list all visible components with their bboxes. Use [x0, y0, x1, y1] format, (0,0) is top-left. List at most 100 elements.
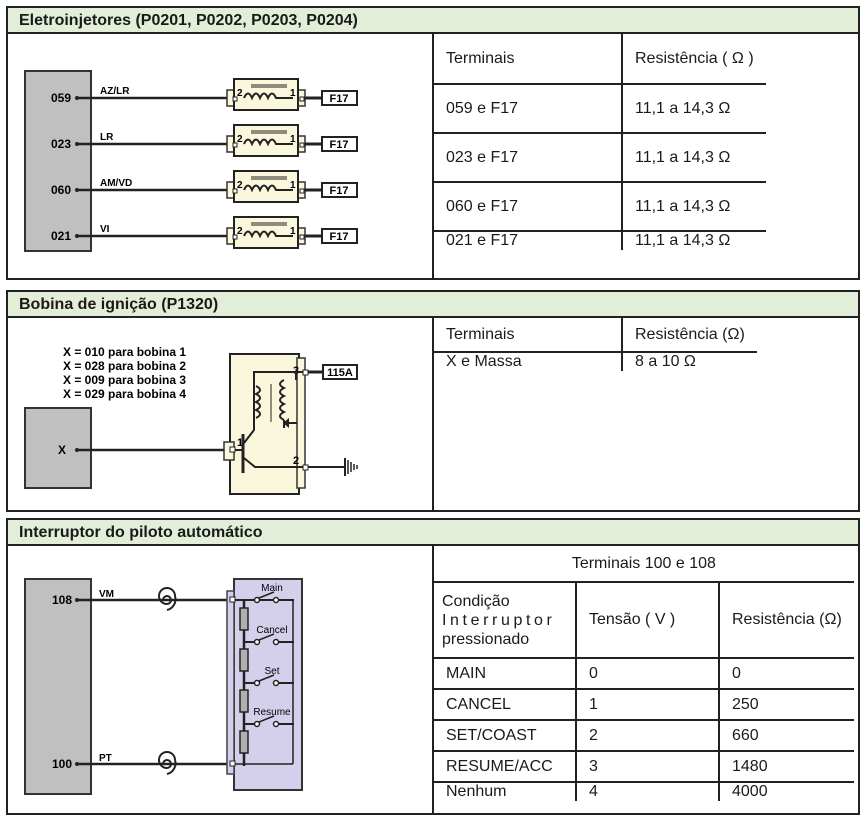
- ecu-pin-label: 060: [51, 183, 71, 197]
- cell-terminals: 023 e F17: [434, 132, 623, 183]
- terminal: [232, 142, 238, 148]
- supply-label: F17: [330, 231, 349, 243]
- switch-label: Cancel: [256, 625, 287, 636]
- ecu-pin-label: X: [58, 443, 66, 457]
- section-title: Eletroinjetores (P0201, P0202, P0203, P0…: [8, 8, 858, 34]
- cell-voltage: 3: [575, 750, 720, 783]
- cell-condition: SET/COAST: [434, 719, 577, 752]
- header-line: Condição: [442, 592, 510, 610]
- switch-contact: [272, 720, 280, 728]
- wire-color-label: AZ/LR: [100, 86, 130, 97]
- cell-resistance: 11,1 a 14,3 Ω: [621, 132, 766, 183]
- resistor-icon: [239, 689, 249, 713]
- table-header-row: Terminais Resistência ( Ω ): [434, 34, 766, 85]
- coil-icon: [243, 138, 293, 147]
- switch-contact: [253, 596, 261, 604]
- section-cruise-switch: Interruptor do piloto automático 108 100…: [6, 518, 860, 815]
- cell-resistance: 8 a 10 Ω: [621, 351, 757, 371]
- supply-label-box: [321, 90, 358, 106]
- wire-color-label: VI: [100, 224, 110, 235]
- terminal: [229, 596, 236, 603]
- table-caption: Terminais 100 e 108: [434, 546, 854, 583]
- switch-arm: [258, 633, 275, 641]
- cell-resistance: 4000: [718, 781, 854, 801]
- switch-contact: [253, 679, 261, 687]
- ignition-schematic: X = 010 para bobina 1 X = 028 para bobin…: [24, 345, 358, 495]
- section-title: Interruptor do piloto automático: [8, 520, 858, 546]
- cruise-switch-table: Terminais 100 e 108 Condição Interruptor…: [434, 546, 854, 801]
- section-injectors: Eletroinjetores (P0201, P0202, P0203, P0…: [6, 6, 860, 280]
- clock-spring-icon: [158, 587, 177, 775]
- pin-label: 2: [237, 134, 243, 145]
- cell-resistance: 11,1 a 14,3 Ω: [621, 83, 766, 134]
- ecu-pin-label: 059: [51, 91, 71, 105]
- switch-main: Main: [244, 583, 294, 604]
- supply-label-box: [321, 182, 358, 198]
- switch-contact: [272, 679, 280, 687]
- ecu-block: [24, 70, 92, 252]
- header-condition: Condição Interruptor pressionado: [434, 581, 577, 659]
- resistor-icon: [239, 648, 249, 672]
- pin-label: 1: [290, 180, 296, 191]
- table-header-row: Condição Interruptor pressionado Tensão …: [434, 581, 854, 659]
- diode-icon: [283, 418, 289, 428]
- ignition-coil-diagram: X = 010 para bobina 1 X = 028 para bobin…: [8, 318, 434, 510]
- header-terminals: Terminais: [434, 34, 623, 85]
- coil-icon: [243, 92, 293, 101]
- cell-resistance: 1480: [718, 750, 854, 783]
- cell-terminals: 060 e F17: [434, 181, 623, 232]
- supply-label-box: [321, 228, 358, 244]
- switch-connector: [226, 590, 235, 775]
- pin-label: 2: [237, 88, 243, 99]
- primary-winding-icon: [253, 385, 261, 419]
- switch-cancel: Cancel: [244, 625, 294, 646]
- ground-icon: [344, 458, 358, 476]
- terminal: [299, 188, 305, 194]
- coil-note: X = 029 para bobina 4: [63, 387, 186, 401]
- cell-terminals: 059 e F17: [434, 83, 623, 134]
- switch-arm: [258, 591, 275, 599]
- pin-label: 1: [290, 88, 296, 99]
- pin-label: 1: [290, 134, 296, 145]
- header-resistance: Resistência (Ω): [621, 318, 757, 353]
- terminal-3: [302, 369, 309, 376]
- cell-condition: MAIN: [434, 657, 577, 690]
- cell-condition: Nenhum: [434, 781, 577, 801]
- ecu-pin-label: 100: [52, 757, 72, 771]
- terminal: [299, 142, 305, 148]
- cell-condition: CANCEL: [434, 688, 577, 721]
- wire-color-label: PT: [99, 753, 112, 764]
- cell-resistance: 660: [718, 719, 854, 752]
- pin-label: 2: [237, 226, 243, 237]
- switch-arm: [258, 674, 275, 682]
- header-line: pressionado: [442, 630, 530, 648]
- coil-note: X = 028 para bobina 2: [63, 359, 186, 373]
- ecu-pin-label: 021: [51, 229, 71, 243]
- cell-resistance: 11,1 a 14,3 Ω: [621, 181, 766, 232]
- terminal-1: [229, 446, 236, 453]
- transistor-leads: [243, 420, 303, 468]
- ecu-pin-label: 023: [51, 137, 71, 151]
- ecu-block: [24, 578, 92, 795]
- cell-terminals: X e Massa: [434, 351, 623, 371]
- terminal: [299, 234, 305, 240]
- coil-icon: [243, 184, 293, 193]
- coil-note: X = 010 para bobina 1: [63, 345, 186, 359]
- cell-condition: RESUME/ACC: [434, 750, 577, 783]
- header-resistance: Resistência (Ω): [718, 581, 854, 659]
- switch-contact: [272, 596, 280, 604]
